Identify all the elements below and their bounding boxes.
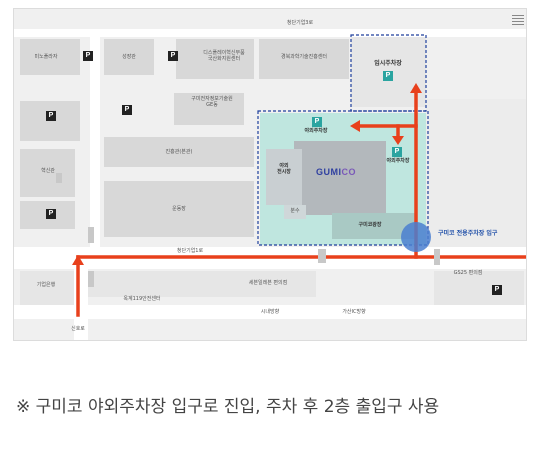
parking-icon: P — [46, 209, 56, 219]
crosswalks — [56, 173, 440, 287]
arrow-up-temp — [410, 83, 422, 93]
label-gyeongbuk-center: 경북과학기술진흥센터 — [280, 54, 328, 60]
block-left-mid — [20, 101, 80, 141]
label-seven-eleven: 세븐일레븐 편의점 — [248, 280, 288, 286]
block-hyeoksin — [20, 149, 75, 197]
arrow-up-bottom — [72, 255, 84, 265]
parking-icon-outdoor-west: P — [312, 117, 322, 127]
label-sinpyeong-road: 신호로 — [71, 326, 85, 332]
block-seongsil — [104, 39, 154, 75]
dashed-temp-parking — [350, 34, 427, 112]
label-fire-center: 옥계119안전센터 — [123, 296, 161, 302]
label-playground: 운동장 — [172, 206, 186, 212]
label-city-direction: 시내방향 — [260, 309, 280, 315]
label-outdoor-parking-west: 야외주차장 — [304, 128, 328, 134]
parking-icon: P — [46, 111, 56, 121]
dashed-gumico — [257, 110, 429, 246]
arrow-down-outdoor — [392, 136, 404, 145]
parking-icon-temp: P — [383, 71, 393, 81]
map-graphics — [14, 9, 526, 340]
parking-note: ※ 구미코 야외주차장 입구로 진입, 주차 후 2층 출입구 사용 — [16, 397, 440, 417]
gumico-logo: GUMICO — [316, 167, 356, 177]
label-road-1: 청단기업1로 — [176, 248, 204, 254]
gumico-logo-co: CO — [341, 167, 356, 177]
label-gumico-plaza: 구미코광장 — [358, 222, 382, 228]
label-hyeoksingwan: 혁신관 — [41, 168, 55, 174]
parking-icon-outdoor-east: P — [392, 147, 402, 157]
block-mino — [20, 39, 80, 75]
label-seongsilgwan: 성장관 — [122, 54, 136, 60]
label-gumi-it-center: 구미전자정보기술원 GE동 — [191, 96, 233, 108]
parking-icon: P — [122, 105, 132, 115]
parking-icon: P — [83, 51, 93, 61]
label-jinheung-hall: 진흥관(본관) — [165, 149, 193, 155]
block-playground — [104, 181, 254, 237]
gumico-logo-main: GUMI — [316, 167, 342, 177]
block-gumiit — [174, 93, 244, 125]
block-bottom-mid — [86, 271, 316, 297]
label-mino-plaza: 미노플라자 — [34, 54, 58, 60]
block-right-mid — [426, 99, 526, 249]
arrow-left-outdoor — [350, 120, 360, 132]
block-display — [176, 39, 254, 79]
block-bottom-left — [20, 271, 75, 311]
fountain-block — [284, 205, 306, 219]
block-jinheung — [104, 137, 254, 167]
entrance-circle — [401, 222, 431, 252]
gumico-building — [294, 141, 386, 215]
label-exclusive-entrance: 구미코 전용주차장 입구 — [438, 230, 498, 237]
parking-icon: P — [492, 285, 502, 295]
menu-icon[interactable] — [512, 15, 524, 27]
label-temp-parking: 임시주차장 — [374, 60, 402, 67]
label-outdoor-parking-east: 야외주차장 — [386, 158, 410, 164]
label-gasan-direction: 가산IC방향 — [342, 309, 366, 315]
label-gieop-bank: 기업은행 — [36, 282, 56, 288]
campus-map[interactable]: 청단기업3로 미노플라자 성장관 디스플레이혁신부품 국산화지원센터 경북과학기… — [13, 8, 527, 341]
label-outdoor-exhibition: 야외 전시장 — [277, 163, 291, 175]
label-top-road: 청단기업3로 — [286, 20, 314, 26]
label-display-center: 디스플레이혁신부품 국산화지원센터 — [203, 50, 245, 62]
outdoor-exhibition-block — [266, 149, 302, 205]
parking-icon: P — [168, 51, 178, 61]
label-gs25: GS25 편의점 — [453, 270, 483, 276]
block-gyeongbuk — [259, 39, 349, 79]
block-bottom-right — [434, 271, 524, 307]
label-fountain: 분수 — [290, 208, 300, 214]
